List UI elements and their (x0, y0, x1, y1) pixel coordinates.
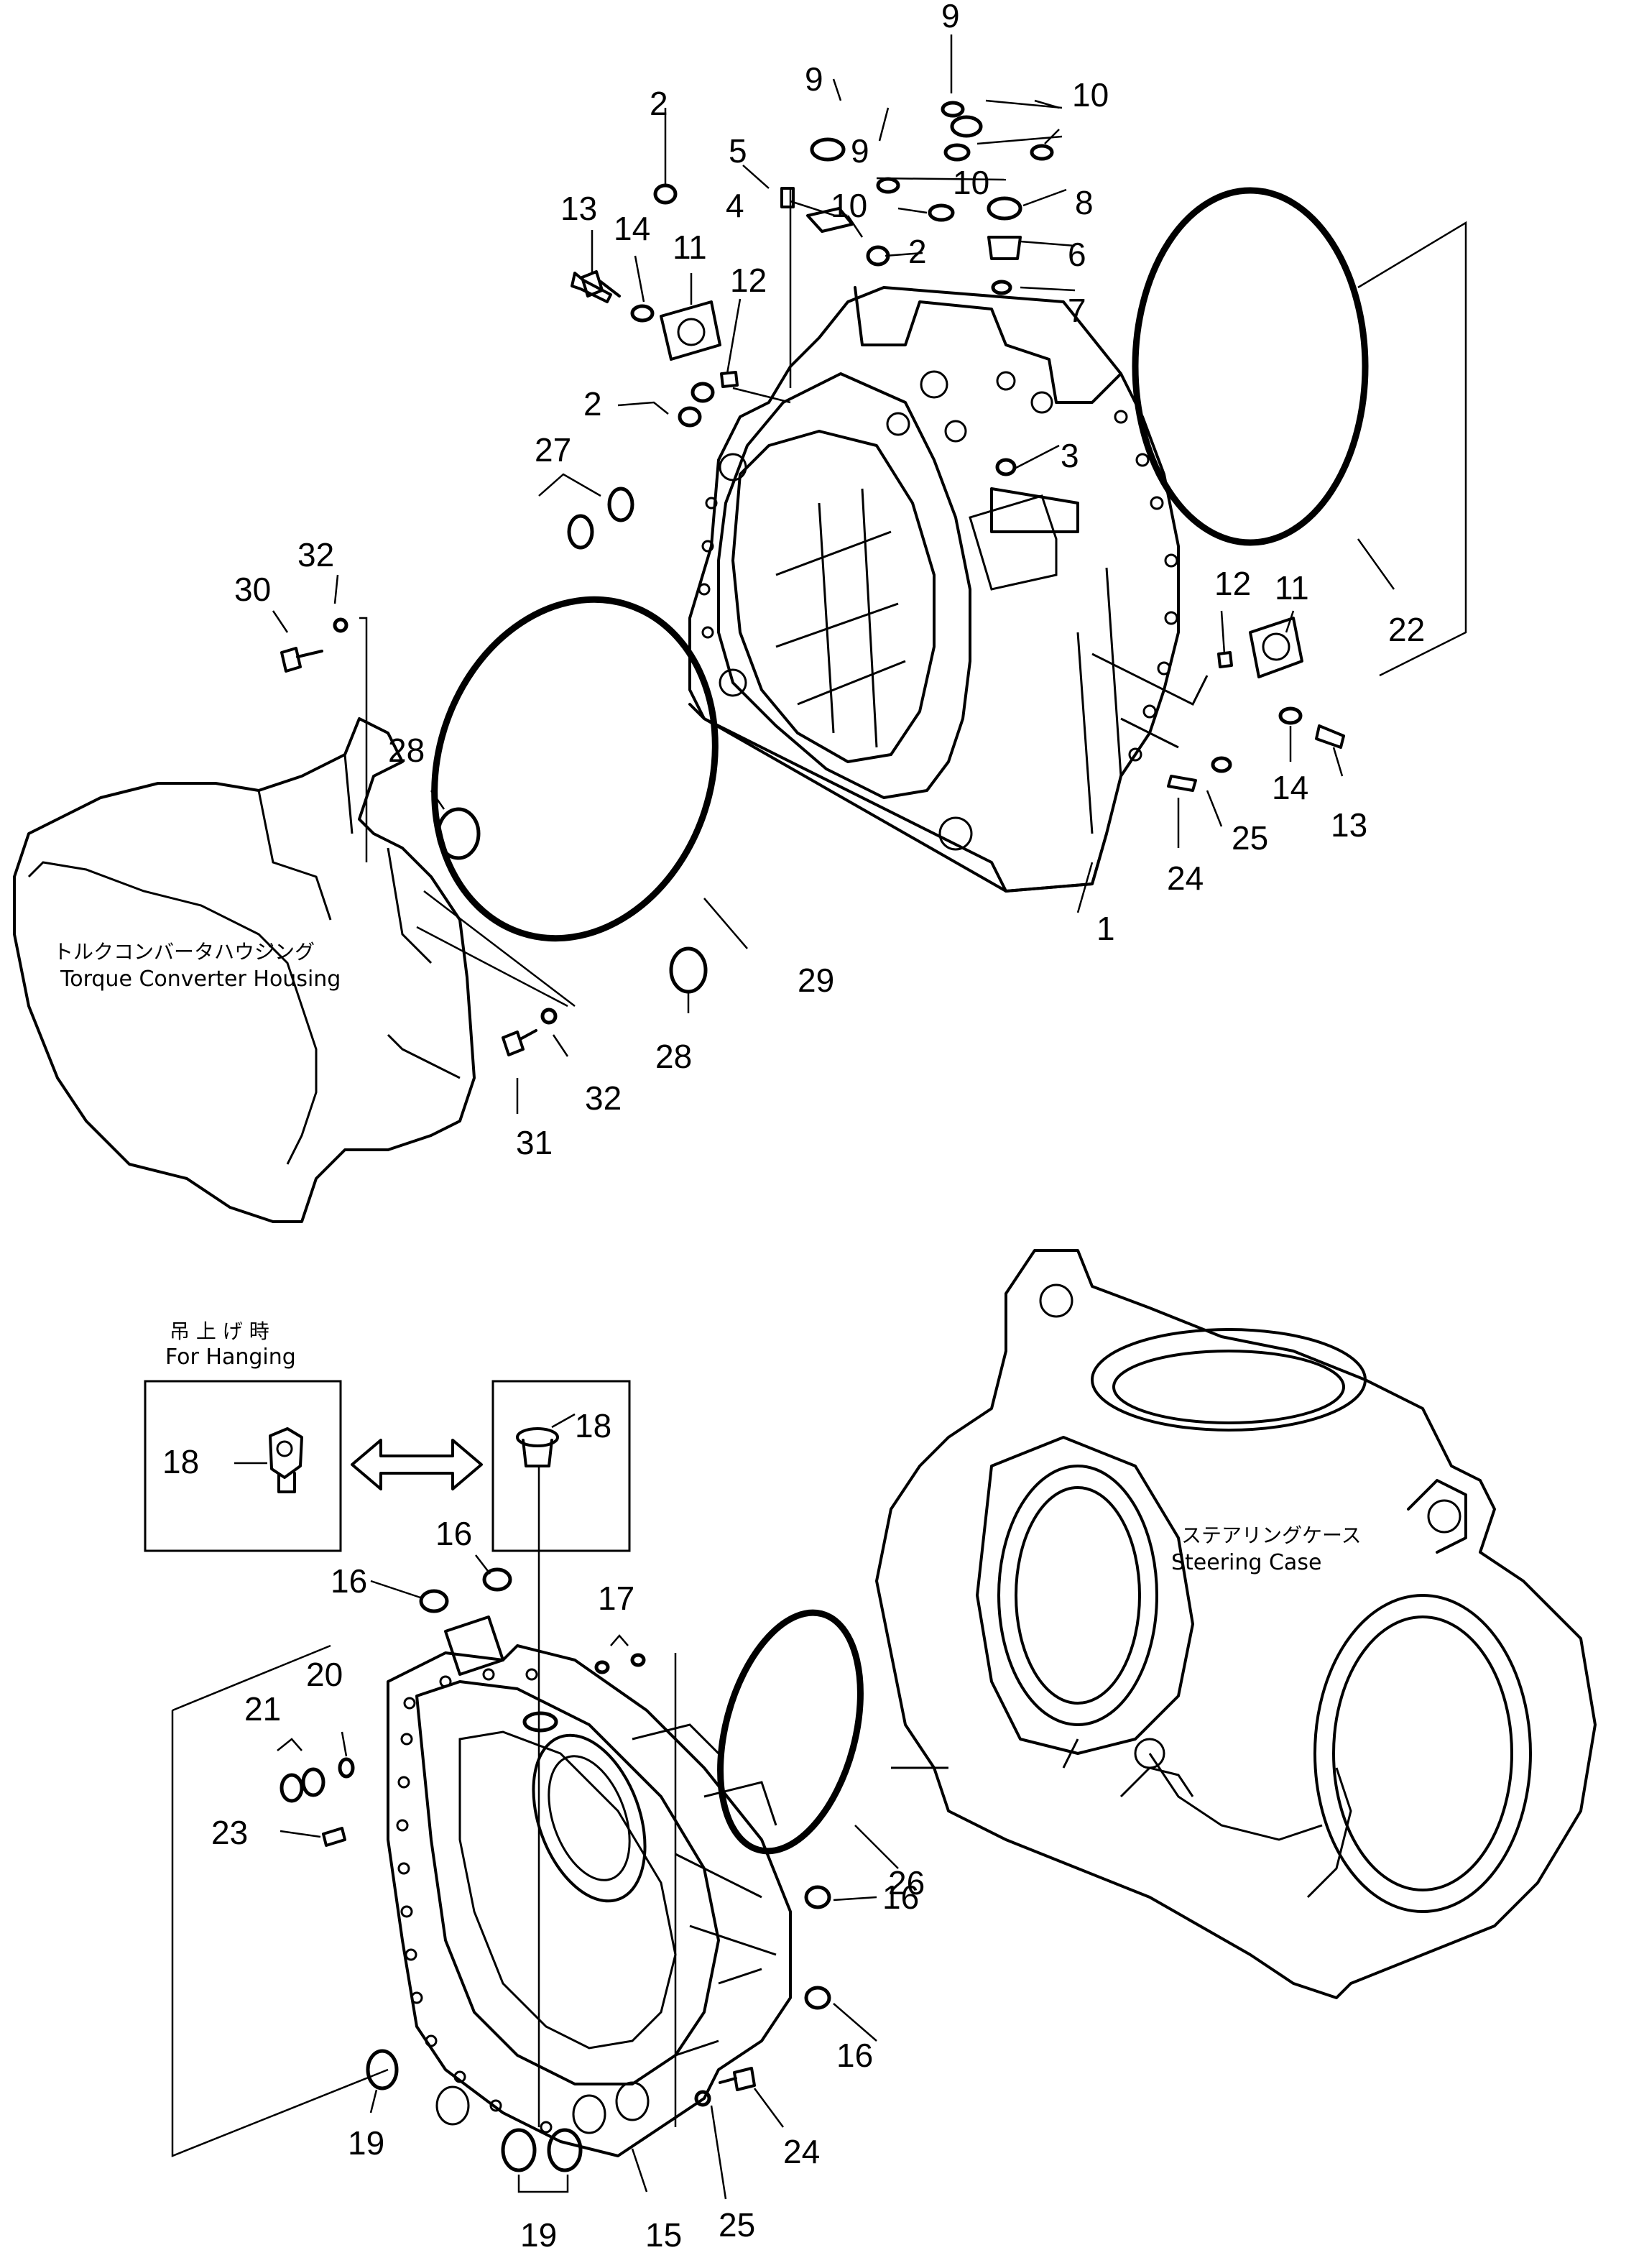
steering-label-en: Steering Case (1171, 1550, 1321, 1575)
callout-28: 28 (388, 732, 425, 769)
leader-30-32 (359, 617, 576, 1007)
callout-25: 25 (719, 2206, 755, 2244)
callout-27: 27 (535, 431, 571, 469)
o-ring-27a (567, 514, 594, 550)
bracket-22 (1357, 221, 1467, 677)
callout-26: 26 (888, 1864, 925, 1901)
callout-13: 13 (560, 190, 597, 227)
lower-small-parts (277, 1567, 831, 2193)
plane-line-lower-top (172, 1644, 331, 1712)
callout-19: 19 (348, 2124, 384, 2162)
hanging-label-jp: 吊 上 げ 時 (170, 1319, 269, 1343)
callout-29: 29 (798, 962, 834, 999)
callout-13: 13 (1331, 806, 1367, 844)
hanging-box-left (144, 1380, 342, 1552)
callout-16: 16 (435, 1515, 472, 1552)
callout-5: 5 (729, 132, 747, 170)
callout-1: 1 (1096, 910, 1115, 947)
bracket-27 (538, 473, 601, 497)
callout-25: 25 (1232, 819, 1268, 857)
torque-converter-label-en: Torque Converter Housing (60, 967, 341, 992)
callout-30: 30 (234, 571, 271, 608)
callout-9: 9 (805, 60, 823, 98)
callout-10: 10 (831, 187, 867, 224)
transmission-case (688, 286, 1209, 893)
callout-12: 12 (1214, 565, 1251, 602)
callout-23: 23 (211, 1814, 248, 1851)
callout-7: 7 (1068, 292, 1086, 329)
callout-4: 4 (726, 187, 744, 224)
callout-19: 19 (520, 2216, 557, 2254)
callout-12: 12 (730, 262, 767, 299)
bolt-30 (280, 647, 323, 673)
callout-9: 9 (941, 0, 960, 34)
callout-14: 14 (1272, 769, 1308, 806)
callout-11: 11 (673, 229, 707, 266)
steering-case (875, 1249, 1597, 1999)
callout-3: 3 (1061, 437, 1079, 474)
o-ring-28-lower (669, 946, 708, 994)
callout-numbers: 9 9 9 10 10 10 5 4 2 2 2 8 6 7 13 14 11 … (162, 0, 1425, 2254)
plane-lines-lower (171, 1710, 389, 2157)
o-ring-26 (717, 1609, 864, 1855)
callout-16: 16 (882, 1879, 919, 1916)
callout-14: 14 (614, 210, 650, 247)
plug-18 (516, 1427, 559, 1467)
callout-2: 2 (650, 85, 668, 122)
callout-16: 16 (331, 1562, 367, 1600)
hanging-label-en: For Hanging (165, 1345, 296, 1370)
o-ring-28-upper (436, 807, 481, 860)
callout-32: 32 (297, 536, 334, 573)
steering-label-jp: ステアリングケース (1181, 1523, 1362, 1547)
callout-10: 10 (953, 164, 989, 201)
torque-converter-label-jp: トルクコンバータハウジング (53, 940, 315, 964)
eye-bolt-18 (269, 1427, 303, 1493)
caption-hanging: 吊 上 げ 時 For Hanging (165, 1319, 296, 1370)
o-ring-29 (431, 596, 719, 942)
double-arrow (351, 1439, 483, 1490)
bolt-31 (502, 1029, 537, 1056)
callout-28: 28 (655, 1038, 692, 1075)
callout-18: 18 (575, 1407, 611, 1444)
o-ring-27b (607, 487, 634, 522)
callout-15: 15 (645, 2216, 682, 2254)
callout-32: 32 (585, 1079, 622, 1117)
callout-2: 2 (583, 385, 602, 423)
leaders-upper (272, 34, 1395, 1114)
callout-24: 24 (1167, 859, 1204, 897)
callout-22: 22 (1388, 611, 1425, 648)
callout-9: 9 (851, 132, 869, 170)
callout-11: 11 (1275, 569, 1309, 607)
callout-16: 16 (836, 2037, 873, 2074)
leaders-lower (234, 1413, 899, 2200)
leader-31 (416, 926, 568, 1008)
callout-24: 24 (783, 2133, 820, 2170)
bolt-13-upper (581, 270, 621, 298)
transmission-rear-housing (387, 1615, 792, 2157)
washer-32-lower (540, 1008, 558, 1025)
callout-18: 18 (162, 1443, 199, 1480)
callout-6: 6 (1068, 236, 1086, 273)
callout-2: 2 (908, 233, 927, 270)
callout-20: 20 (306, 1656, 343, 1693)
callout-8: 8 (1075, 184, 1094, 221)
top-small-parts (571, 101, 1345, 792)
o-ring-22 (1132, 187, 1369, 546)
torque-converter-housing (13, 717, 476, 1223)
callout-17: 17 (598, 1580, 634, 1617)
callout-31: 31 (516, 1124, 553, 1161)
hanging-box-right (491, 1380, 631, 1552)
caption-torque-converter: トルクコンバータハウジング Torque Converter Housing (53, 940, 341, 992)
callout-10: 10 (1072, 76, 1109, 114)
caption-steering-case: ステアリングケース Steering Case (1171, 1523, 1362, 1575)
callout-21: 21 (244, 1690, 281, 1728)
washer-32-upper (333, 617, 348, 633)
